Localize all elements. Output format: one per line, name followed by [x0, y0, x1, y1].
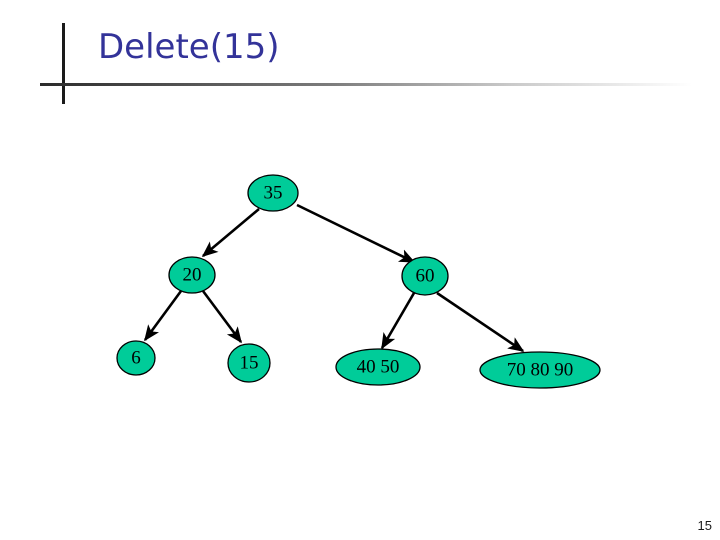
tree-edge-layer	[143, 203, 525, 353]
tree-edge	[201, 208, 260, 258]
tree-node-label-n15: 15	[240, 353, 259, 374]
tree-node-n4050[interactable]	[335, 348, 421, 386]
page-number: 15	[697, 518, 712, 533]
page-title: Delete(15)	[98, 27, 280, 67]
tree-node-layer	[116, 174, 601, 389]
tree-node-n15[interactable]	[227, 343, 271, 383]
tree-node-label-root: 35	[264, 183, 283, 204]
tree-node-label-n4050: 40 50	[357, 357, 400, 378]
tree-edge	[201, 290, 243, 344]
tree-edge	[296, 203, 416, 264]
title-accent-horizontal-line	[40, 83, 692, 86]
tree-edge	[436, 291, 525, 353]
tree-node-label-n60: 60	[416, 266, 435, 287]
tree-node-n20[interactable]	[168, 256, 216, 294]
tree-node-label-n20: 20	[183, 265, 202, 286]
tree-node-n60[interactable]	[401, 256, 449, 296]
tree-node-root[interactable]	[247, 174, 299, 212]
tree-edge	[380, 292, 416, 350]
tree-node-label-n6: 6	[131, 348, 141, 369]
tree-node-n6[interactable]	[116, 340, 156, 376]
tree-node-label-n708090: 70 80 90	[507, 360, 574, 381]
tree-edge	[143, 290, 183, 342]
tree-label-layer: 35 20 60 6 15 40 50 70 80 90	[131, 183, 573, 381]
title-accent-vertical-line	[62, 23, 65, 104]
tree-node-n708090[interactable]	[479, 351, 601, 389]
